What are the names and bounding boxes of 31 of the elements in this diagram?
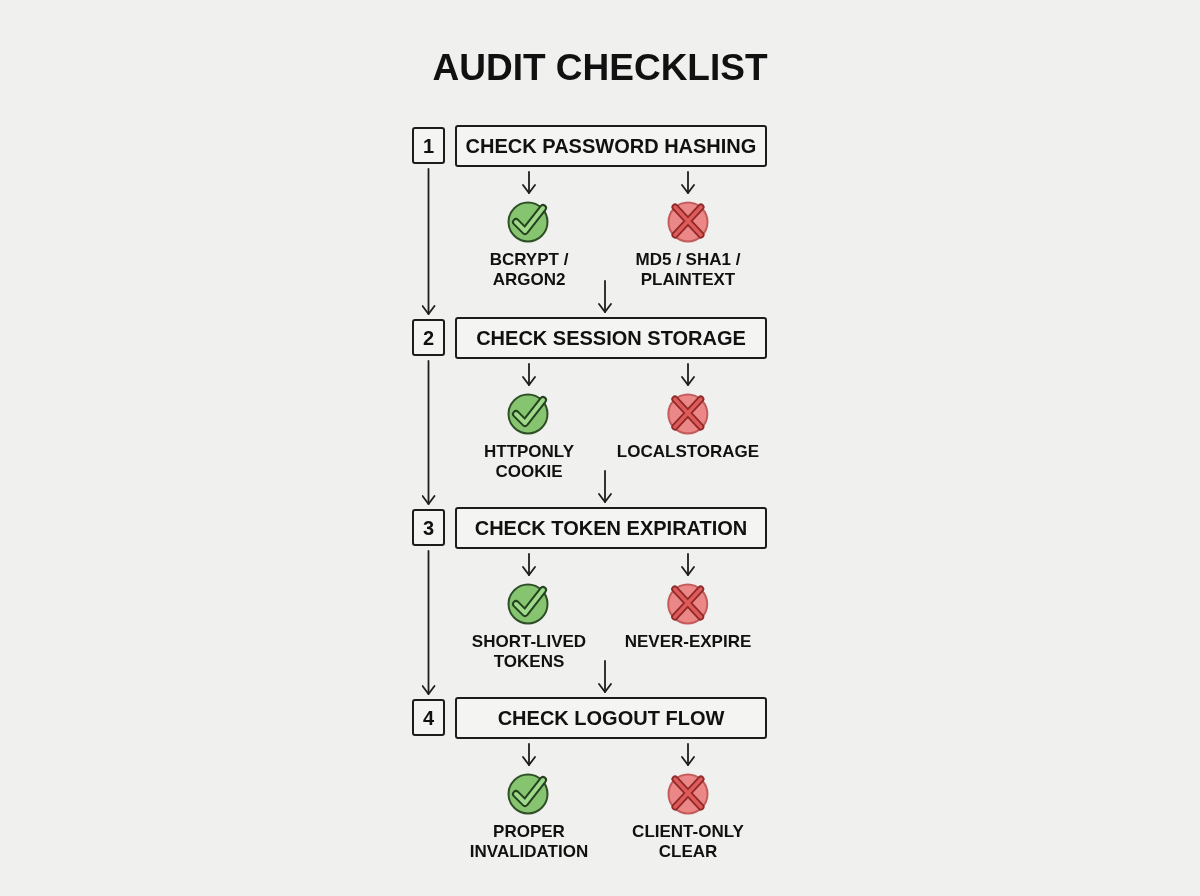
step-number: 3 [412,509,445,546]
arrow [598,660,612,693]
step-number: 2 [412,319,445,356]
outcome-label: SHORT-LIVED TOKENS [470,632,588,672]
process-box: CHECK PASSWORD HASHING [455,125,767,167]
outcome-label: HTTPONLY COOKIE [482,442,575,482]
process-box: CHECK TOKEN EXPIRATION [455,507,767,549]
arrow [681,363,695,386]
outcome-label: BCRYPT / ARGON2 [488,250,570,290]
outcome-label: MD5 / SHA1 / PLAINTEXT [634,250,742,290]
arrow [598,470,612,503]
arrow [681,553,695,576]
arrow [598,280,612,313]
arrow [421,550,436,695]
arrow [522,553,536,576]
outcome-label: CLIENT-ONLY CLEAR [631,822,745,862]
outcome-label: NEVER-EXPIRE [624,632,752,652]
arrow [421,360,436,505]
arrow [681,171,695,194]
step-number: 1 [412,127,445,164]
arrow [522,363,536,386]
outcome-label: LOCALSTORAGE [616,442,760,462]
arrow [681,743,695,766]
diagram-title: AUDIT CHECKLIST [432,46,768,90]
step-number: 4 [412,699,445,736]
process-box: CHECK SESSION STORAGE [455,317,767,359]
arrow [522,743,536,766]
arrow [421,168,436,315]
process-box: CHECK LOGOUT FLOW [455,697,767,739]
outcome-label: PROPER INVALIDATION [468,822,590,862]
arrow [522,171,536,194]
